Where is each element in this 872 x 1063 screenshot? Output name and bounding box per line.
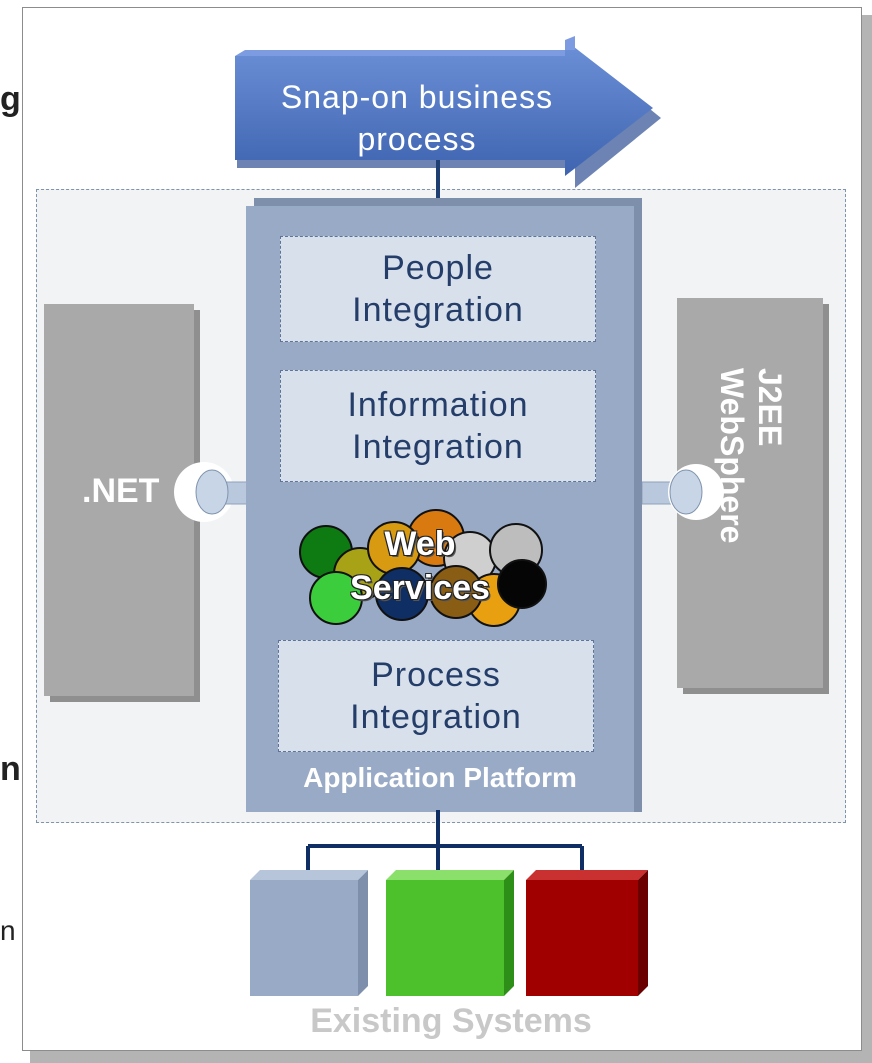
- process-integration-box: Process Integration: [278, 640, 594, 752]
- business-process-arrow: [235, 36, 661, 188]
- system-blue: [250, 870, 368, 996]
- people-line1: People: [382, 249, 494, 287]
- dotnet-box: .NET: [44, 304, 194, 696]
- information-line1: Information: [347, 386, 529, 424]
- information-integration-box: Information Integration: [280, 370, 596, 482]
- web-services-line1: Web: [384, 525, 456, 563]
- existing-systems-label: Existing Systems: [310, 1002, 592, 1040]
- websphere-label-line2: WebSphere: [714, 368, 750, 544]
- left-connector-socket: [174, 462, 255, 522]
- arrow-label: Snap-on business process: [232, 76, 602, 160]
- system-green: [386, 870, 514, 996]
- cut-text-bottom: n: [0, 915, 16, 946]
- process-line1: Process: [371, 656, 501, 694]
- application-platform-label: Application Platform: [303, 762, 577, 793]
- websphere-label: J2EE WebSphere: [713, 368, 789, 543]
- cut-text-top: g: [0, 80, 21, 118]
- process-line2: Integration: [350, 698, 522, 736]
- arrow-connector: [436, 160, 440, 208]
- system-red: [526, 870, 648, 996]
- existing-systems-cubes: [250, 870, 648, 996]
- right-connector-socket: [641, 464, 724, 520]
- cut-text-middle: n: [0, 750, 21, 788]
- web-services-cluster: [299, 509, 547, 627]
- people-integration-box: People Integration: [280, 236, 596, 342]
- arrow-label-line2: process: [357, 121, 477, 157]
- arrow-label-line1: Snap-on business: [280, 79, 554, 115]
- web-services-label: Web Services: [300, 522, 540, 610]
- websphere-label-line1: J2EE: [752, 368, 788, 447]
- information-line2: Integration: [352, 428, 524, 466]
- web-services-line2: Services: [350, 569, 490, 607]
- people-line2: Integration: [352, 291, 524, 329]
- dotnet-label: .NET: [82, 472, 160, 510]
